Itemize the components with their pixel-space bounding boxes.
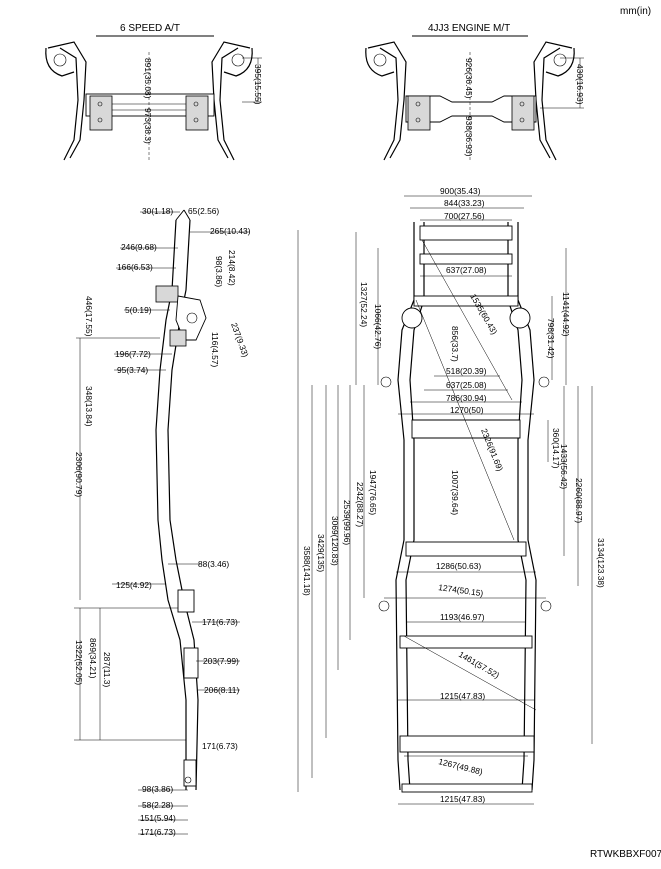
dim-1433: 1433(56.42): [559, 444, 569, 489]
dim-926: 926(36.45): [464, 58, 474, 99]
dim-518: 518(20.39): [446, 366, 487, 376]
dim-171-c: 171(6.73): [140, 827, 176, 837]
dim-360: 360(14.17): [551, 428, 561, 469]
dim-395: 395(15.55): [253, 64, 263, 105]
plan-view: 900(35.43) 844(33.23) 700(27.56) 637(27.…: [297, 186, 606, 805]
dim-2242: 2242(88.27): [355, 482, 365, 527]
dim-3429: 3429(135): [316, 534, 326, 572]
detail-title-6-speed: 6 SPEED A/T: [120, 23, 180, 34]
dim-844: 844(33.23): [444, 198, 485, 208]
dim-237: 237(9.33): [229, 321, 251, 358]
detail-6-speed-at: 6 SPEED A/T 891(35.08) 973(38.3) 395(15.…: [45, 23, 263, 161]
dim-1066: 1066(42.76): [373, 304, 383, 349]
dim-214: 214(8.42): [227, 250, 237, 286]
dim-95: 95(3.74): [117, 365, 148, 375]
dim-58: 58(2.28): [142, 800, 173, 810]
dim-65: 65(2.56): [188, 206, 219, 216]
dim-900: 900(35.43): [440, 186, 481, 196]
dim-171-b: 171(6.73): [202, 741, 238, 751]
dim-786: 786(30.94): [446, 393, 487, 403]
dim-637-top: 637(27.08): [446, 265, 487, 275]
dim-196: 196(7.72): [115, 349, 151, 359]
dim-1270: 1270(50): [450, 405, 484, 415]
reference-code: RTWKBBXF007101: [590, 849, 661, 860]
dim-3134: 3134(123.38): [596, 538, 606, 588]
dim-1193: 1193(46.97): [440, 612, 485, 622]
dim-1215-mid: 1215(47.83): [440, 691, 485, 701]
dim-5: 5(0.19): [125, 305, 152, 315]
dim-637-mid: 637(25.08): [446, 380, 487, 390]
dim-1141: 1141(44.92): [561, 292, 571, 337]
dim-1267: 1267(49.88): [438, 756, 484, 777]
dim-1274: 1274(50.15): [438, 582, 484, 598]
dim-1327: 1327(52.24): [359, 282, 369, 327]
dim-166: 166(6.53): [117, 262, 153, 272]
detail-title-4jj3: 4JJ3 ENGINE M/T: [428, 23, 510, 34]
dim-125: 125(4.92): [116, 580, 152, 590]
dim-206: 206(8.11): [204, 685, 239, 695]
dim-891: 891(35.08): [143, 58, 153, 99]
dim-116: 116(4.57): [210, 332, 220, 367]
dim-3069: 3069(120.83): [330, 516, 340, 566]
dim-30: 30(1.18): [142, 206, 173, 216]
dim-348: 348(13.84): [84, 386, 94, 427]
dim-1947: 1947(76.65): [368, 470, 378, 515]
dim-1215-bottom: 1215(47.83): [440, 794, 485, 804]
dim-1007: 1007(39.64): [450, 470, 460, 515]
dim-1322: 1322(52.05): [74, 640, 84, 685]
dim-98-bottom: 98(3.86): [142, 784, 173, 794]
dim-869: 869(34.21): [88, 638, 98, 679]
dim-2260: 2260(88.97): [574, 478, 584, 523]
dim-265: 265(10.43): [210, 226, 251, 236]
dim-2306: 2306(90.79): [74, 452, 84, 497]
dim-938: 938(36.93): [464, 116, 474, 157]
dim-700: 700(27.56): [444, 211, 485, 221]
dim-2539: 2539(99.96): [342, 500, 352, 545]
side-view: 30(1.18) 65(2.56) 265(10.43) 246(9.68) 2…: [74, 206, 251, 837]
dim-430: 430(16.93): [575, 64, 585, 105]
dim-287: 287(11.3): [102, 652, 112, 687]
dim-973: 973(38.3): [143, 108, 153, 144]
unit-label: mm(in): [620, 6, 651, 17]
dim-856: 856(33.7): [450, 326, 460, 362]
dim-151: 151(5.94): [140, 813, 176, 823]
dim-88: 88(3.46): [198, 559, 229, 569]
dim-798: 798(31.42): [546, 318, 556, 359]
dim-446: 446(17.55): [84, 296, 94, 337]
dim-171-a: 171(6.73): [202, 617, 238, 627]
dim-246: 246(9.68): [121, 242, 157, 252]
dim-203: 203(7.99): [203, 656, 239, 666]
dim-98-top: 98(3.86): [214, 256, 224, 287]
dim-3588: 3588(141.18): [302, 546, 312, 596]
dim-1286: 1286(50.63): [436, 561, 481, 571]
dim-1461: 1461(57.52): [457, 649, 501, 680]
detail-4jj3-engine-mt: 4JJ3 ENGINE M/T 926(36.45) 938(36.93) 43…: [365, 23, 585, 161]
